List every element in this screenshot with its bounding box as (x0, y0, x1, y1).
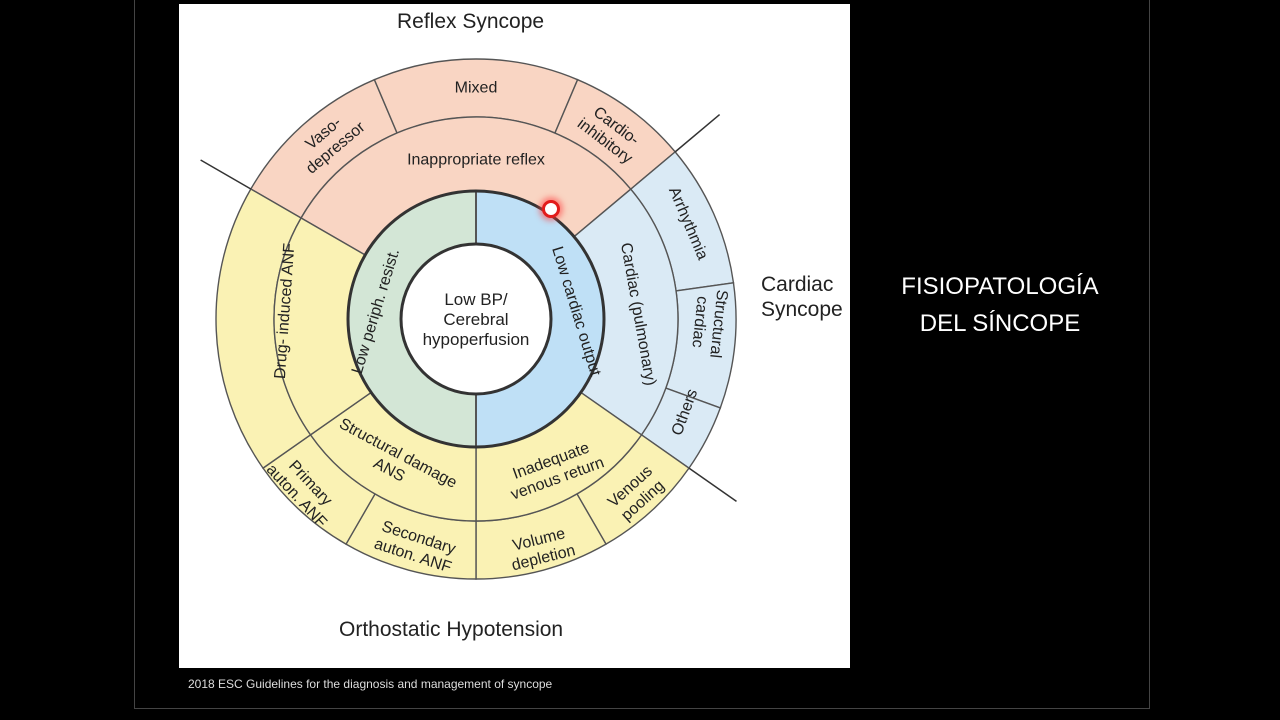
laser-pointer-dot (542, 200, 560, 218)
center-label-line: Cerebral (443, 310, 508, 329)
inappropriate-reflex-label: Inappropriate reflex (407, 152, 545, 169)
cardiac-divider-line-top (674, 114, 721, 153)
structural-cardiac-label-line: cardiac (688, 295, 710, 348)
reflex-syncope-title: Reflex Syncope (397, 10, 545, 33)
inner-ring-border (346, 189, 606, 449)
cardiac-divider-line-bottom (688, 467, 737, 503)
center-label-line: hypoperfusion (423, 330, 530, 349)
cardiac-syncope-title-line2: Syncope (761, 298, 843, 321)
reflex-divider-line (200, 159, 252, 190)
slide-title-line2: DEL SÍNCOPE (919, 310, 1081, 337)
mixed-label: Mixed (455, 80, 498, 97)
center-circle (399, 242, 553, 396)
center-label-line: Low BP/ (444, 290, 508, 309)
slide-title: FISIOPATOLOGÍA DEL SÍNCOPE (880, 268, 1120, 342)
inappropriate-reflex-label-line: Inappropriate reflex (407, 152, 545, 169)
slide-title-line1: FISIOPATOLOGÍA (901, 273, 1099, 300)
footer-citation: 2018 ESC Guidelines for the diagnosis an… (188, 677, 553, 691)
orthostatic-hypotension-title: Orthostatic Hypotension (339, 618, 564, 641)
cardiac-syncope-title-line1: Cardiac (761, 273, 834, 296)
mixed-label-line: Mixed (455, 80, 498, 97)
cardiac-syncope-title: Cardiac Syncope (761, 272, 843, 322)
volume-depletion-label: Volumedepletion (505, 524, 577, 575)
